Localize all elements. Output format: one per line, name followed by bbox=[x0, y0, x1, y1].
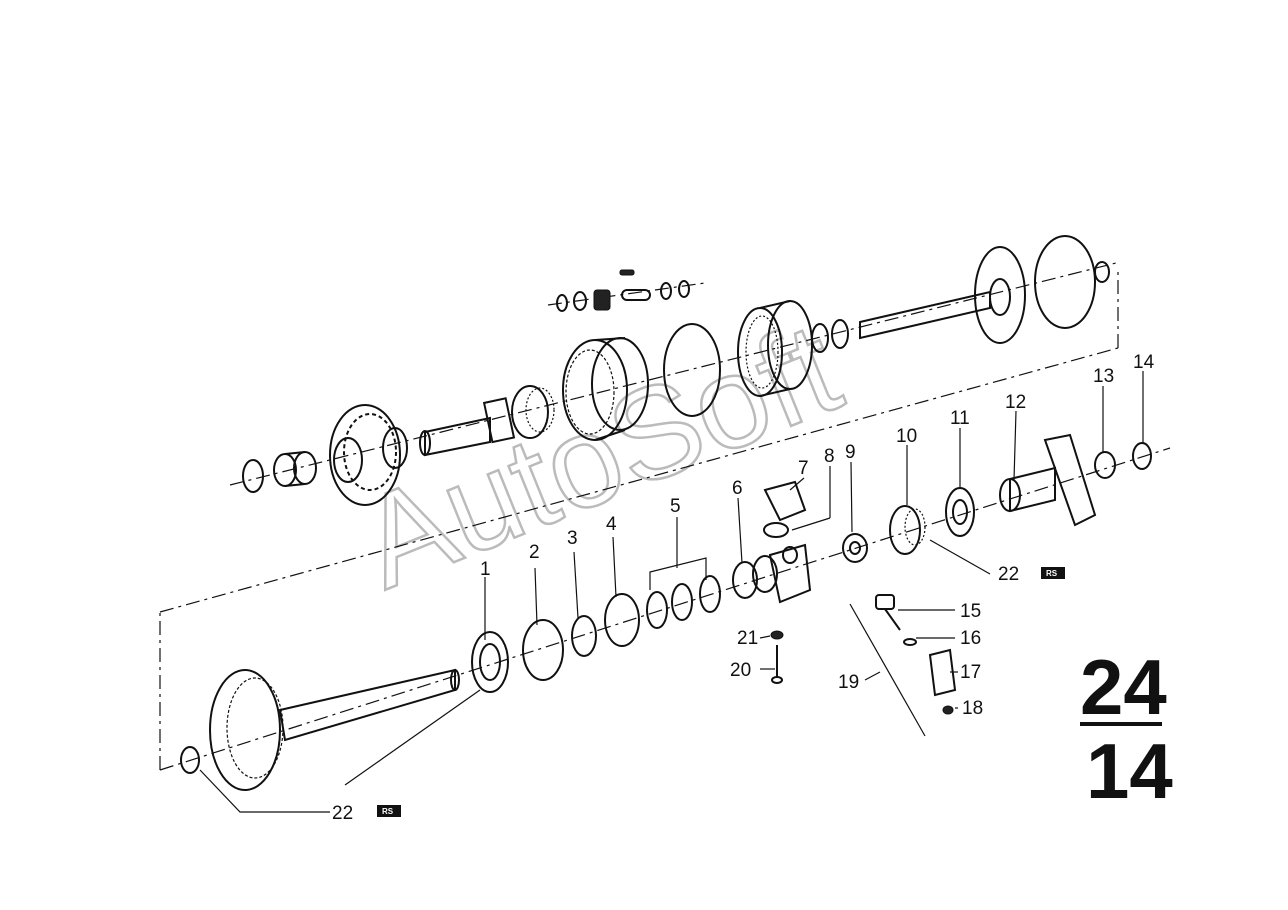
watermark-text: AutoSoft bbox=[341, 294, 858, 616]
callout-18: 18 bbox=[962, 698, 983, 719]
front-drum-shaft bbox=[209, 668, 460, 791]
callout-16: 16 bbox=[960, 628, 981, 649]
clutch-drum bbox=[562, 337, 649, 441]
planet-gear-carrier bbox=[329, 404, 408, 506]
watermark: AutoSoft bbox=[340, 293, 860, 618]
part-1-bearing bbox=[471, 631, 509, 693]
small-parts-cluster bbox=[556, 269, 690, 312]
callout-10: 10 bbox=[896, 426, 917, 447]
callout-1: 1 bbox=[480, 559, 491, 580]
page-number: 24 14 bbox=[1080, 643, 1173, 815]
rs-badge-bottom: RS bbox=[377, 805, 401, 817]
part-5-ring-a bbox=[646, 591, 668, 629]
part-4-ring bbox=[604, 593, 640, 647]
upper-axis-line bbox=[229, 261, 1121, 486]
callout-3: 3 bbox=[567, 528, 578, 549]
part-9-nut bbox=[842, 533, 868, 563]
callout-20: 20 bbox=[730, 660, 751, 681]
input-shaft bbox=[419, 385, 555, 457]
lower-assembly bbox=[180, 433, 1152, 791]
callout-5: 5 bbox=[670, 496, 681, 517]
callout-21: 21 bbox=[737, 628, 758, 649]
part-20-21-bolt bbox=[770, 630, 784, 684]
part-3-ring bbox=[571, 615, 597, 657]
callout-7: 7 bbox=[798, 458, 809, 479]
part-6-governor-body bbox=[732, 543, 812, 604]
output-shaft bbox=[859, 246, 1026, 344]
callout-11: 11 bbox=[950, 408, 970, 429]
callout-14: 14 bbox=[1133, 352, 1155, 373]
rs-badge-right-label: RS bbox=[1046, 569, 1058, 578]
callout-15: 15 bbox=[960, 601, 981, 622]
connector-diagonal bbox=[159, 347, 1119, 613]
part-5-ring-b bbox=[671, 583, 693, 621]
callout-2: 2 bbox=[529, 542, 540, 563]
part-7-weight bbox=[763, 480, 807, 522]
thrust-washer-a bbox=[811, 323, 829, 353]
part-5-ring-c bbox=[699, 575, 721, 613]
callout-8: 8 bbox=[824, 446, 835, 467]
callout-13: 13 bbox=[1093, 366, 1114, 387]
callout-17: 17 bbox=[960, 662, 981, 683]
upper-bushing bbox=[273, 451, 317, 487]
part-14-washer bbox=[1132, 442, 1152, 470]
upper-assembly bbox=[242, 235, 1110, 506]
shaft-nut-upper bbox=[1094, 261, 1110, 283]
page-number-top: 24 bbox=[1080, 643, 1167, 731]
part-13-nut bbox=[1094, 451, 1116, 479]
callout-labels: 1 2 3 4 5 6 7 8 9 10 11 12 13 14 15 16 1… bbox=[332, 352, 1155, 824]
thrust-washer-b bbox=[831, 319, 849, 349]
part-2-snap-ring bbox=[522, 619, 564, 681]
part-12-output-flange bbox=[999, 433, 1097, 527]
brake-band bbox=[663, 323, 721, 417]
callout-22-right: 22 bbox=[998, 564, 1019, 585]
leader-lines bbox=[199, 371, 1144, 813]
callout-9: 9 bbox=[845, 442, 856, 463]
axis-lines bbox=[159, 261, 1171, 771]
callout-19: 19 bbox=[838, 672, 859, 693]
callout-22-bottom: 22 bbox=[332, 803, 353, 824]
part-10-bearing bbox=[889, 505, 926, 555]
callout-4: 4 bbox=[606, 514, 617, 535]
callout-6: 6 bbox=[732, 478, 743, 499]
callout-12: 12 bbox=[1005, 392, 1026, 413]
large-snap-ring bbox=[1034, 235, 1096, 329]
part-15-to-18-pinion bbox=[875, 594, 957, 715]
part-8-clip bbox=[763, 522, 789, 538]
front-seal bbox=[180, 746, 200, 774]
rs-badge-bottom-label: RS bbox=[382, 807, 394, 816]
small-parts-axis bbox=[547, 282, 706, 306]
upper-snap-ring bbox=[242, 459, 264, 493]
page-number-bottom: 14 bbox=[1086, 727, 1173, 815]
rs-badge-right: RS bbox=[1041, 567, 1065, 579]
